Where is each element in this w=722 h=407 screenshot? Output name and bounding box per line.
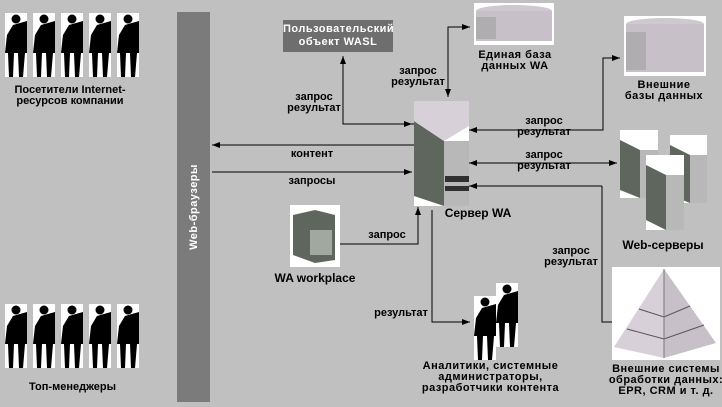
web-browsers-label: Web-браузеры xyxy=(187,164,200,250)
server-wa xyxy=(414,101,469,206)
server-label: Сервер WA xyxy=(444,206,512,220)
wa-workplace xyxy=(290,205,340,267)
person-icon xyxy=(496,283,518,347)
person-icon xyxy=(89,13,111,77)
external-systems-label: Внешние системы обработки данных: EPR, C… xyxy=(608,363,722,397)
single-db-connection-label: запрос результат xyxy=(391,65,445,88)
person-icon xyxy=(89,304,111,368)
person-icon xyxy=(61,13,83,77)
person-icon xyxy=(61,304,83,368)
visitors-label: Посетители Internet- ресурсов компании xyxy=(14,84,126,107)
single-db-label: Единая база данных WA xyxy=(478,49,552,72)
requests-label: запросы xyxy=(288,175,336,187)
web-servers xyxy=(620,130,712,230)
person-icon xyxy=(117,13,139,77)
external-systems xyxy=(612,267,720,360)
server-icon xyxy=(414,101,469,206)
pyramid-icon xyxy=(612,267,720,360)
workplace-link xyxy=(333,207,421,245)
person-icon xyxy=(33,304,55,368)
wasl-object-box: Пользовательский объект WASL xyxy=(283,20,394,52)
person-icon xyxy=(474,296,496,360)
external-db-label: Внешние базы данных xyxy=(624,79,704,102)
workplace-label: WA workplace xyxy=(274,271,356,285)
database-icon xyxy=(474,3,554,45)
person-icon xyxy=(5,304,27,368)
analysts-label: Аналитики, системные администраторы, раз… xyxy=(421,360,560,394)
web-browsers-bar: Web-браузеры xyxy=(177,12,210,402)
analysts-link xyxy=(431,210,470,325)
workplace-icon xyxy=(290,205,340,267)
person-icon xyxy=(33,13,55,77)
external-db xyxy=(624,16,706,76)
external-db-connection-label: запрос результат xyxy=(517,115,571,138)
single-db xyxy=(474,3,554,45)
wasl-connection-label: запрос результат xyxy=(287,91,341,114)
web-servers-connection-label: запрос результат xyxy=(517,149,571,172)
person-icon xyxy=(117,304,139,368)
analysts-result-label: результат xyxy=(374,307,428,319)
content-label: контент xyxy=(290,148,334,160)
external-systems-connection-label: запрос результат xyxy=(544,245,598,268)
single-db-link xyxy=(447,24,470,95)
external-database-icon xyxy=(624,16,706,76)
top-managers-label: Топ-менеджеры xyxy=(29,381,116,393)
workplace-request-label: запрос xyxy=(368,229,406,241)
web-servers-icon xyxy=(620,130,707,230)
web-servers-label: Web-серверы xyxy=(622,238,704,252)
person-icon xyxy=(5,13,27,77)
